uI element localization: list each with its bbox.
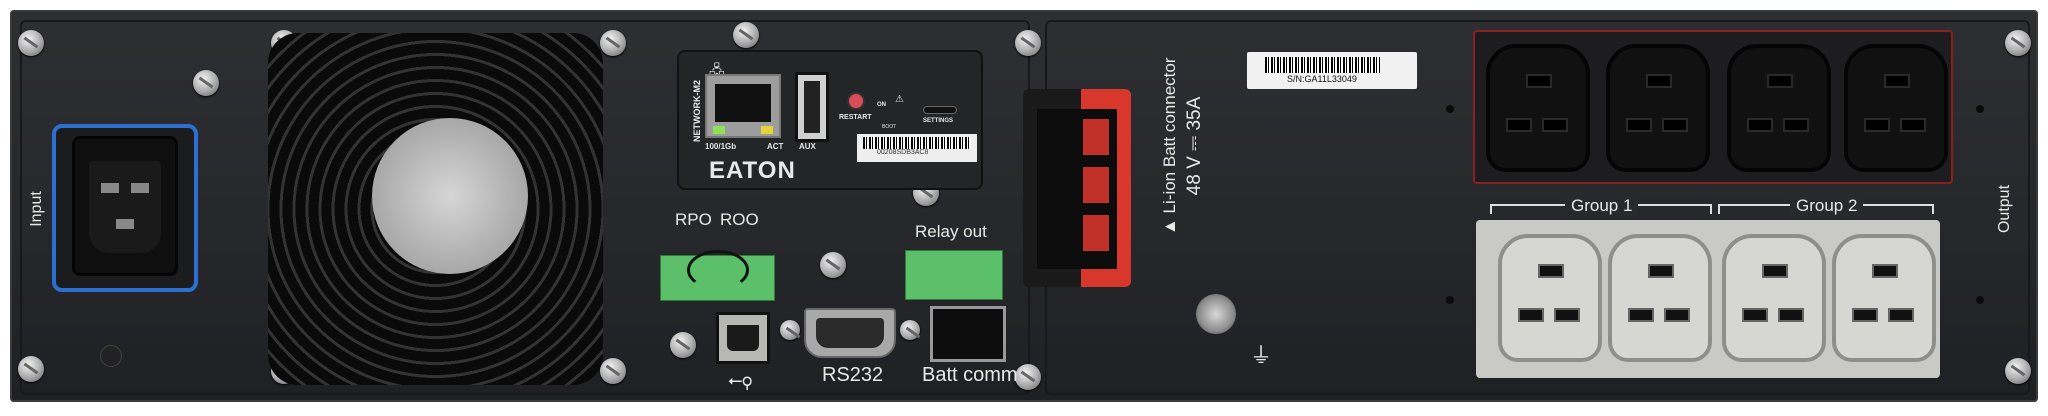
output-label: Output	[1996, 184, 2013, 234]
network-card-barcode-label: 00208SDB3AC8	[857, 134, 977, 162]
settings-label: SETTINGS	[923, 118, 954, 124]
ethernet-port[interactable]	[705, 74, 781, 138]
outlet-c13[interactable]	[1486, 44, 1590, 172]
input-label: Input	[28, 191, 45, 227]
ground-screw	[193, 70, 219, 96]
outlet-c13[interactable]	[1606, 44, 1710, 172]
usb-icon: ⭠⚲	[728, 370, 753, 390]
outlet-c13[interactable]	[1727, 44, 1831, 172]
battery-connector-label-text: Li-ion Batt connector	[1160, 57, 1179, 214]
serial-label: S/N:GA11L33049	[1247, 52, 1417, 89]
rs232-label: RS232	[822, 364, 884, 386]
screw	[670, 332, 696, 358]
mount-hole	[1976, 105, 1984, 113]
rs232-standoff	[900, 320, 920, 340]
screw	[733, 22, 759, 48]
outlet-group-2[interactable]	[1722, 234, 1826, 362]
outlet-group-2[interactable]	[1832, 234, 1936, 362]
rs232-port[interactable]	[804, 308, 896, 358]
aux-usb-port[interactable]	[795, 72, 829, 142]
outlet-group-1[interactable]	[1498, 234, 1602, 362]
roo-label: ROO	[720, 210, 759, 229]
ac-input-socket[interactable]	[72, 136, 178, 276]
battery-rating: 48 V ⎓ 35A	[1184, 96, 1205, 196]
network-card: 🖧 NETWORK-M2 100/1Gb ACT AUX RESTART ON …	[677, 50, 983, 190]
group-1-label: Group 1	[1565, 196, 1639, 216]
eaton-logo: EATON	[709, 157, 796, 184]
screw	[600, 358, 626, 384]
relay-out-label: Relay out	[915, 222, 987, 241]
restart-button[interactable]	[847, 92, 865, 110]
on-label: ON	[877, 102, 886, 108]
ethernet-speed-label: 100/1Gb	[705, 142, 737, 151]
batt-comm-label: Batt comm	[922, 364, 1018, 386]
screw	[1015, 364, 1041, 390]
mount-hole	[100, 345, 122, 367]
act-label: ACT	[767, 142, 784, 151]
ground-icon: ⏚	[1250, 343, 1273, 368]
batt-comm-port[interactable]	[930, 306, 1006, 362]
mount-hole	[1446, 105, 1454, 113]
screw	[600, 30, 626, 56]
serial-number: S/N:GA11L33049	[1287, 74, 1357, 84]
network-card-model: NETWORK-M2	[692, 80, 702, 142]
boot-label: BOOT	[882, 124, 897, 130]
screw	[2005, 358, 2031, 384]
restart-label: RESTART	[839, 114, 872, 121]
warning-icon: ⚠	[895, 94, 904, 105]
fan-hub	[372, 118, 528, 274]
group-2-label: Group 2	[1790, 196, 1864, 216]
screw	[820, 252, 846, 278]
fan-grille	[268, 33, 603, 385]
ground-terminal	[1196, 294, 1236, 334]
outlet-group-1[interactable]	[1608, 234, 1712, 362]
settings-micro-usb-port[interactable]	[923, 106, 957, 114]
rpo-label: RPO	[675, 210, 712, 229]
screw	[1015, 30, 1041, 56]
usb-b-port[interactable]	[716, 312, 770, 364]
rpo-roo-terminal-block[interactable]	[660, 250, 775, 301]
screw	[2005, 30, 2031, 56]
rs232-standoff	[780, 320, 800, 340]
battery-connector-label: ▲ Li-ion Batt connector	[1160, 57, 1179, 235]
aux-label: AUX	[799, 142, 816, 151]
mount-hole	[1446, 296, 1454, 304]
battery-connector[interactable]	[1023, 89, 1131, 287]
screw	[18, 30, 44, 56]
screw	[18, 356, 44, 382]
mount-hole	[1976, 296, 1984, 304]
network-card-barcode-text: 00208SDB3AC8	[877, 149, 929, 156]
relay-out-terminal-block[interactable]	[905, 250, 1003, 300]
outlet-c13[interactable]	[1844, 44, 1948, 172]
